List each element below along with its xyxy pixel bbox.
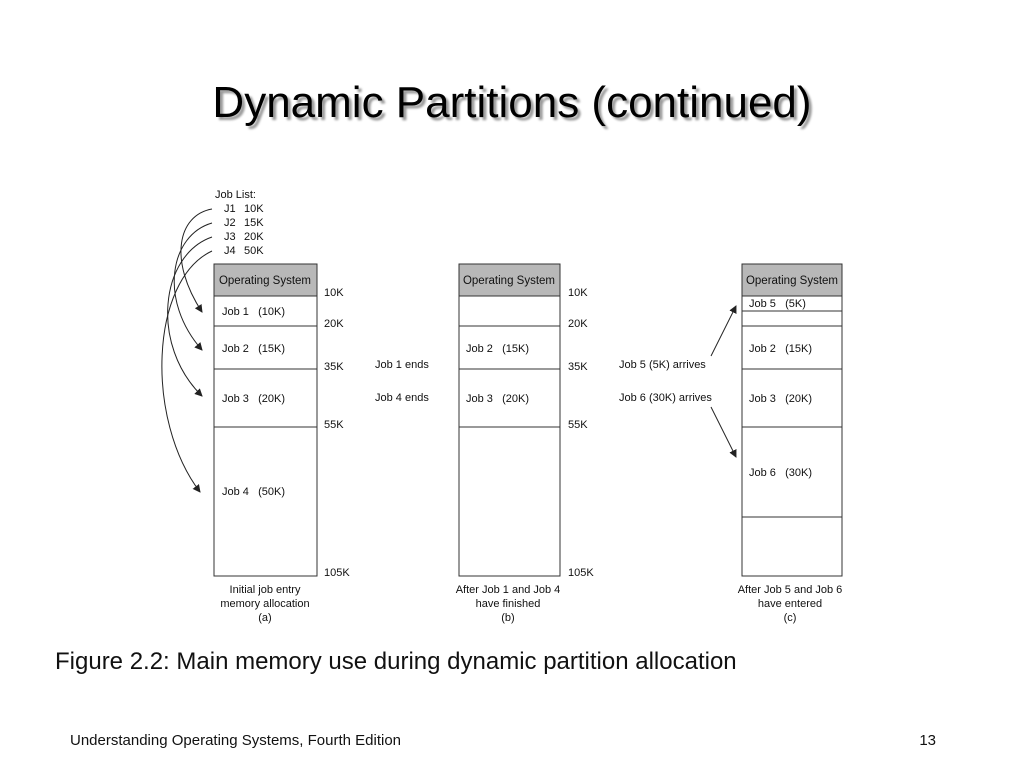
arrival-arrow — [710, 406, 737, 458]
os-label: Operating System — [463, 275, 555, 287]
panel-caption: After Job 1 and Job 4 — [456, 584, 561, 596]
arrival-arrow — [710, 305, 737, 357]
event-label: Job 1 ends — [375, 359, 429, 371]
memory-panel-a: Operating System Job 1 (10K) Job 2 (15K)… — [213, 263, 350, 624]
page-number: 13 — [919, 732, 936, 749]
partition-label: Job 2 (15K) — [749, 343, 812, 355]
job-list-item-name: J2 — [224, 217, 236, 229]
address-label: 20K — [568, 318, 588, 330]
partition-label: Job 2 (15K) — [466, 343, 529, 355]
os-block — [458, 263, 561, 297]
job-arrow-connector — [173, 222, 213, 351]
job-arrow-connector — [167, 236, 213, 397]
address-label: 35K — [324, 361, 344, 373]
partition-label: Job 2 (15K) — [222, 343, 285, 355]
panel-caption: have entered — [758, 598, 822, 610]
job-arrow-connector — [161, 250, 213, 493]
address-label: 105K — [568, 567, 594, 579]
memory-allocation-figure: Job List: J1 10K J2 15K J3 20K J4 50K Op… — [161, 189, 843, 624]
panel-caption: After Job 5 and Job 6 — [738, 584, 843, 596]
os-block — [213, 263, 318, 297]
event-label: Job 6 (30K) arrives — [619, 392, 712, 404]
panel-caption: Initial job entry — [230, 584, 301, 596]
panel-caption: (b) — [501, 612, 514, 624]
job-list-item-size: 50K — [244, 245, 264, 257]
partition-label: Job 3 (20K) — [222, 393, 285, 405]
job-list-item-size: 20K — [244, 231, 264, 243]
address-label: 55K — [324, 419, 344, 431]
partition-label: Job 1 (10K) — [222, 306, 285, 318]
job-list-item-name: J3 — [224, 231, 236, 243]
job-arrow-connector — [180, 208, 213, 313]
figure-caption: Figure 2.2: Main memory use during dynam… — [55, 648, 737, 675]
memory-panel-c: Operating System Job 5 (5K) Job 2 (15K) … — [738, 263, 843, 624]
job-list-heading: Job List: — [215, 189, 256, 201]
event-label: Job 4 ends — [375, 392, 429, 404]
partition-label: Job 3 (20K) — [749, 393, 812, 405]
slide-title: Dynamic Partitions (continued) — [212, 78, 812, 127]
job-list-item-size: 15K — [244, 217, 264, 229]
partition-label: Job 4 (50K) — [222, 486, 285, 498]
address-label: 35K — [568, 361, 588, 373]
partition-label: Job 6 (30K) — [749, 467, 812, 479]
job-list-item-size: 10K — [244, 203, 264, 215]
memory-panel-b: Operating System Job 2 (15K) Job 3 (20K)… — [456, 263, 594, 624]
os-label: Operating System — [219, 275, 311, 287]
address-label: 105K — [324, 567, 350, 579]
address-label: 55K — [568, 419, 588, 431]
job-list-item-name: J4 — [224, 245, 236, 257]
address-label: 20K — [324, 318, 344, 330]
os-label: Operating System — [746, 275, 838, 287]
panel-caption: have finished — [476, 598, 541, 610]
partition-label: Job 3 (20K) — [466, 393, 529, 405]
panel-caption: (c) — [784, 612, 797, 624]
job-list-item-name: J1 — [224, 203, 236, 215]
panel-caption: (a) — [258, 612, 271, 624]
event-label: Job 5 (5K) arrives — [619, 359, 706, 371]
partition-label: Job 5 (5K) — [749, 298, 806, 310]
address-label: 10K — [568, 287, 588, 299]
address-label: 10K — [324, 287, 344, 299]
panel-caption: memory allocation — [220, 598, 309, 610]
footer-book-title: Understanding Operating Systems, Fourth … — [70, 732, 402, 749]
